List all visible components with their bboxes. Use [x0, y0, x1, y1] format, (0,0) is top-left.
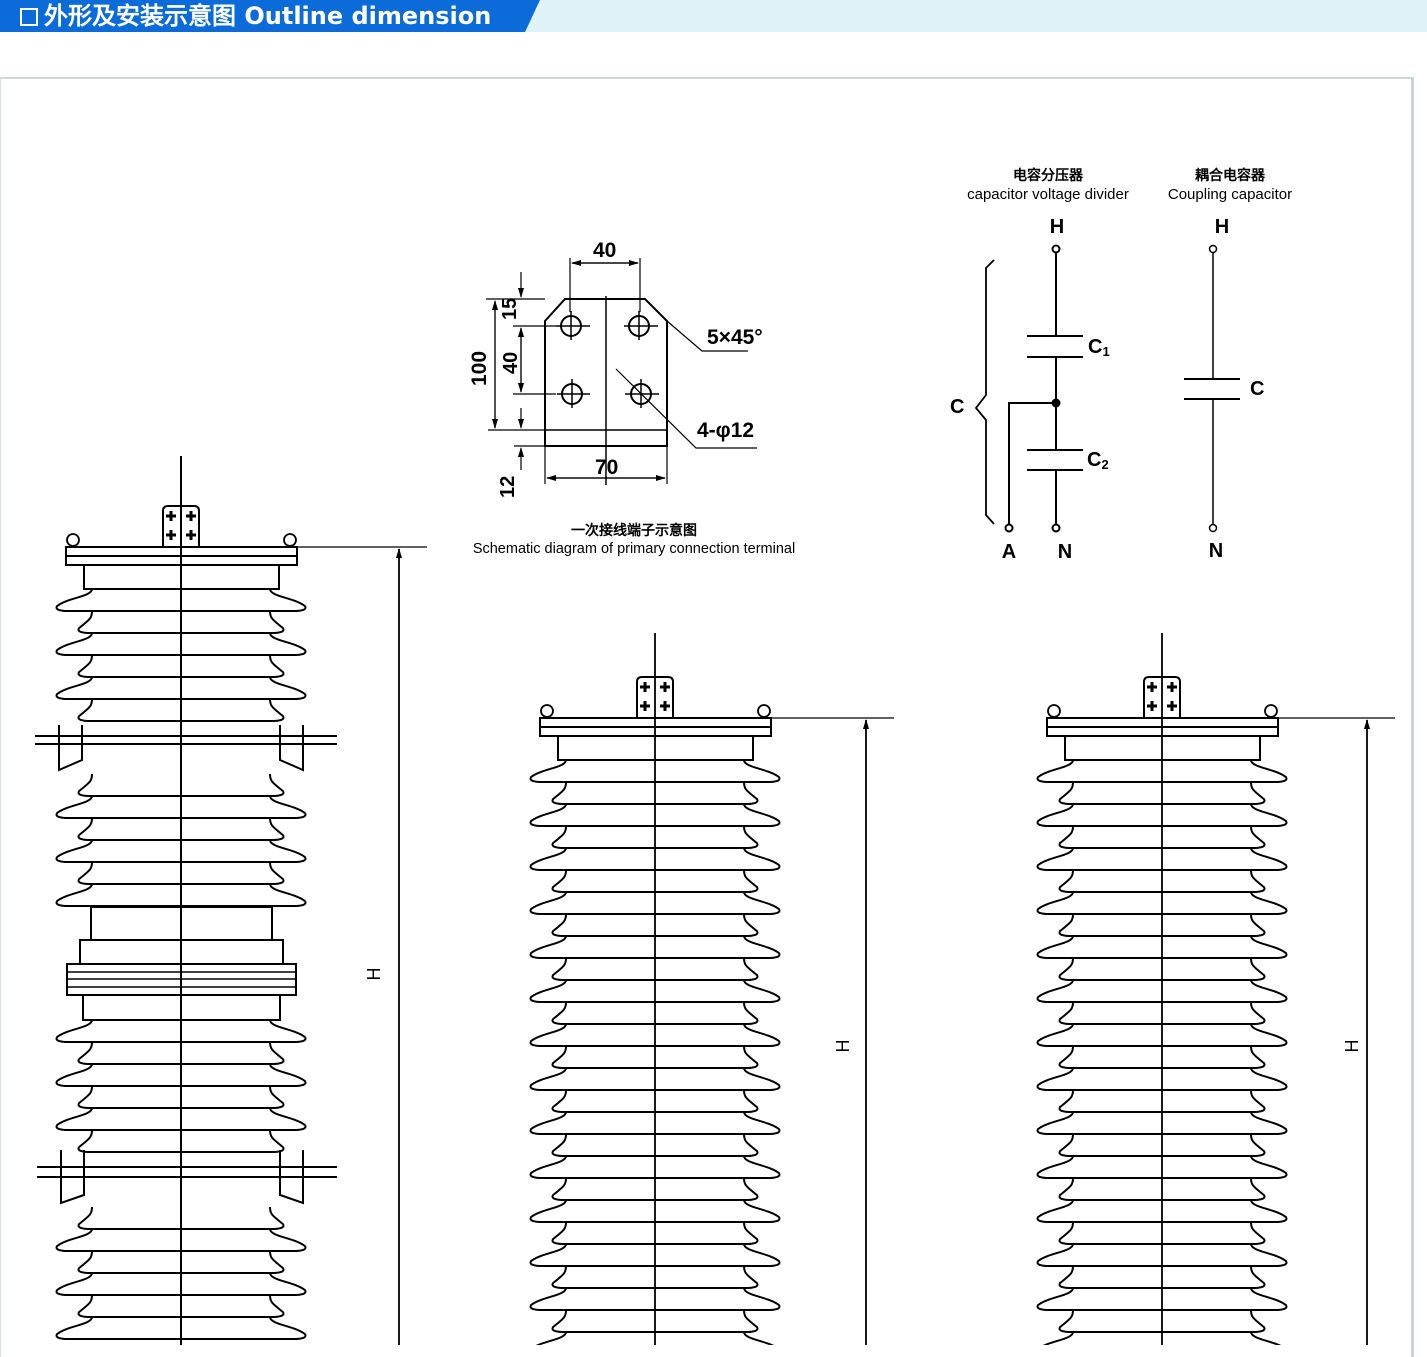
shed-profile-left: [55, 773, 93, 907]
coupling-label-c: C: [1250, 378, 1264, 400]
section-title-en: Outline dimension: [244, 2, 492, 30]
terminal-dimension-labels: 40 70 5×45° 4-φ12 100 15 40 12 一次接线端子示意图…: [468, 239, 795, 557]
ring-ball-icon: [757, 704, 771, 718]
bolt-icon: [1147, 682, 1157, 692]
cvd-schematic: [974, 244, 1083, 533]
terminal-detail: [486, 258, 757, 485]
terminal-n-icon: [1208, 523, 1218, 533]
shed-profile-left: [529, 759, 567, 1345]
shed-profile-left: [55, 588, 93, 722]
section-title-zh: 外形及安装示意图: [44, 2, 236, 30]
coupling-title-en: Coupling capacitor: [1168, 186, 1292, 203]
checkbox-square-icon: [20, 8, 38, 26]
bolt-icon: [166, 530, 176, 540]
bolt-icon: [1167, 701, 1177, 711]
coupling-label-h: H: [1215, 216, 1229, 238]
outline-two-section: [35, 456, 427, 1345]
hole-icon: [624, 311, 658, 340]
height-label: H: [833, 1040, 853, 1053]
coupling-title-zh: 耦合电容器: [1195, 167, 1266, 183]
dim-hole-spacing: 40: [500, 352, 522, 374]
outline-single-section-a: [529, 633, 894, 1345]
drawing-frame: [0, 77, 1414, 1357]
shed-profile-right: [269, 1206, 307, 1340]
cvd-label-c: C: [950, 396, 964, 418]
brace-icon: [974, 259, 995, 525]
bolt-icon: [186, 530, 196, 540]
terminal-n-icon: [1051, 523, 1061, 533]
section-title: 外形及安装示意图 Outline dimension: [20, 2, 491, 30]
shed-profile-right: [269, 588, 307, 722]
ring-ball-icon: [66, 533, 80, 547]
cvd-label-c2: C2: [1087, 449, 1109, 472]
dim-bottom-width: 70: [595, 456, 618, 479]
shed-profile-left: [55, 1206, 93, 1340]
terminal-h-icon: [1051, 244, 1061, 254]
terminal-h-icon: [1208, 244, 1218, 254]
shed-profile-left: [1036, 759, 1074, 1345]
bolt-icon: [1147, 701, 1157, 711]
height-labels: H H H: [364, 968, 1362, 1053]
ring-ball-icon: [1264, 704, 1278, 718]
bolt-icon: [640, 701, 650, 711]
coupling-schematic: [1184, 244, 1240, 533]
cvd-title-en: capacitor voltage divider: [967, 186, 1129, 203]
bolt-icon: [640, 682, 650, 692]
shed-profile-left: [55, 1019, 93, 1153]
bolt-icon: [1167, 682, 1177, 692]
dim-bottom-offset: 12: [497, 476, 519, 498]
coupling-label-n: N: [1209, 540, 1223, 562]
bolt-icon: [166, 511, 176, 521]
shed-profile-right: [743, 759, 781, 1345]
dim-top-offset: 15: [499, 298, 521, 320]
grading-band: [58, 725, 304, 772]
cvd-label-c1: C1: [1088, 336, 1110, 359]
terminal-caption-en: Schematic diagram of primary connection …: [473, 541, 795, 557]
ring-ball-icon: [540, 704, 554, 718]
section-header-tab: [0, 0, 540, 32]
cvd-title-zh: 电容分压器: [1013, 167, 1084, 183]
ring-ball-icon: [1047, 704, 1061, 718]
hole-icon: [557, 379, 590, 408]
dim-chamfer: 5×45°: [707, 326, 763, 349]
outline-single-section-b: [1036, 633, 1395, 1345]
terminal-caption-zh: 一次接线端子示意图: [571, 522, 697, 538]
cvd-label-n: N: [1058, 541, 1072, 563]
dim-top-width: 40: [593, 239, 616, 262]
schematic-labels: 电容分压器 capacitor voltage divider 耦合电容器 Co…: [950, 167, 1292, 563]
terminal-a-icon: [1004, 523, 1014, 533]
shed-profile-right: [1250, 759, 1288, 1345]
bolt-icon: [660, 701, 670, 711]
hole-icon: [556, 311, 590, 340]
ring-ball-icon: [283, 533, 297, 547]
height-label: H: [1342, 1040, 1362, 1053]
cvd-label-a: A: [1002, 541, 1016, 563]
bolt-icon: [660, 682, 670, 692]
shed-profile-right: [269, 773, 307, 907]
shed-profile-right: [269, 1019, 307, 1153]
height-label: H: [364, 968, 384, 981]
dim-holes: 4-φ12: [697, 419, 754, 442]
cvd-label-h: H: [1050, 216, 1064, 238]
bolt-icon: [186, 511, 196, 521]
dim-total-height: 100: [468, 351, 491, 386]
